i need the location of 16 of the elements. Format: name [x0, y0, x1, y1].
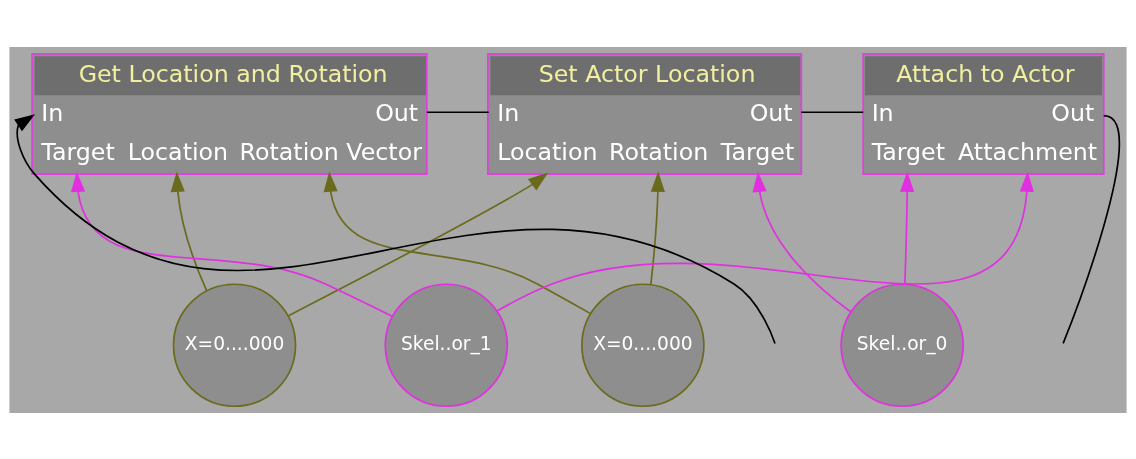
- node-circle: X=0....000: [581, 282, 705, 407]
- arrow: [287, 172, 549, 317]
- arrow: [752, 171, 852, 313]
- connector: [1062, 114, 1121, 344]
- arrow: [14, 113, 776, 344]
- arrow: [170, 171, 208, 292]
- arrow: [650, 171, 665, 285]
- arrow: [70, 171, 393, 317]
- node-circle: Skel..or_1: [384, 282, 509, 407]
- arrow: [496, 171, 1034, 312]
- arrow: [323, 171, 591, 314]
- arrow: [900, 171, 915, 285]
- node-circle: X=0....000: [172, 282, 297, 407]
- connector: [800, 110, 864, 113]
- connector: [426, 110, 490, 113]
- node-circle: Skel..or_0: [840, 282, 964, 407]
